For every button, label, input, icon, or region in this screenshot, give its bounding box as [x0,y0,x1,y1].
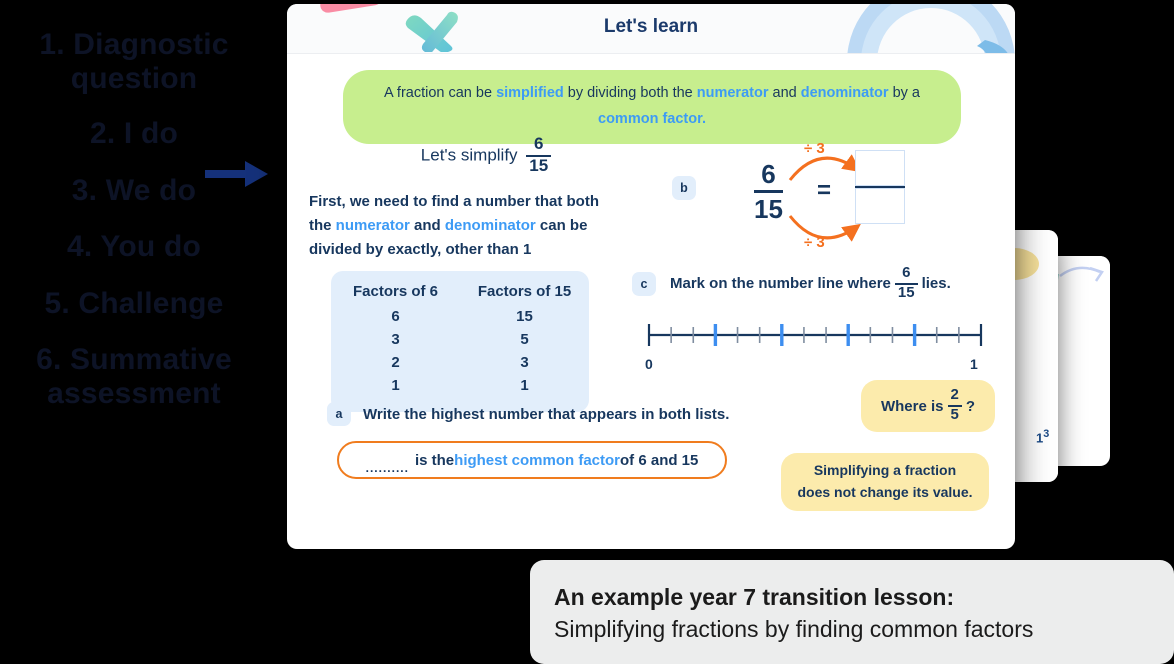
answer-text-1: is the [414,451,455,469]
step-c-badge: c [632,271,656,296]
para-text-3: can be divided by exactly, other than 1 [309,216,588,259]
sidebar-item-you-do[interactable]: 4. You do [66,230,202,264]
factors-15-header: Factors of 15 [477,282,572,300]
callout-fraction-denominator: 5 [947,405,962,423]
factors-15-value-3: 1 [520,377,529,395]
sidebar-item-summative-assessment[interactable]: 6. Summative assessment [36,343,232,410]
factors-15-value-2: 3 [520,354,529,372]
factors-6-value-3: 1 [391,377,400,395]
step-a-badge: a [327,402,351,426]
sidebar-item-diagnostic-question[interactable]: 1. Diagnostic question [39,28,229,95]
left-column: Let's simplify 6 15 First, we need to fi… [309,134,639,412]
banner-keyword-common-factor: common factor. [598,110,706,127]
fragment-exponent: 3 [1043,428,1050,440]
sidebar-item-we-do[interactable]: 3. We do [71,173,197,207]
callout-fraction: 2 5 [947,386,962,423]
step-c-numerator: 6 [902,264,911,281]
step-a-text: Write the highest number that appears in… [363,405,730,423]
banner-text-2: by dividing both the [563,85,697,101]
banner-keyword-simplified: simplified [496,85,564,101]
number-line-start-label: 0 [645,356,653,372]
factors-6-header: Factors of 6 [352,282,439,300]
step-c-fraction: 6 15 [894,264,918,301]
step-b-answer-boxes [855,150,905,224]
callout-where-suffix: ? [965,397,976,415]
fragment-base: 1 [1036,430,1044,446]
factors-6-value-0: 6 [391,307,400,325]
answer-keyword-hcf: highest common factor [454,451,621,469]
banner-text-4: by a [888,85,920,101]
step-b-fraction: 6 15 [754,159,783,225]
sidebar-item-challenge[interactable]: 5. Challenge [44,286,224,320]
step-b-denominator: 15 [754,190,783,225]
pink-stroke-decoration [319,4,383,14]
banner-keyword-numerator: numerator [696,85,769,101]
step-b-denominator-box[interactable] [855,188,905,224]
slide-title: Let's learn [603,16,699,37]
simplify-fraction-denominator: 15 [526,154,552,175]
factors-6-value-1: 3 [391,330,400,348]
step-a-answer-field[interactable]: .......... is the highest common factor … [337,441,727,479]
step-c-denominator: 15 [894,282,918,301]
number-line[interactable] [645,312,985,358]
step-b-numerator: 6 [761,159,776,189]
blue-rainbow-decoration [847,4,1015,53]
callout-where-is-two-fifths: Where is 2 5 ? [861,380,995,432]
instruction-paragraph: First, we need to find a number that bot… [309,190,605,263]
divide-label-bottom: ÷ 3 [804,234,825,251]
main-slide: Let's learn A fraction can be simplified… [287,4,1015,549]
step-c-text-1: Mark on the number line where [670,275,891,293]
step-b-row: b 6 15 = ÷ 3 ÷ 3 [672,134,1002,254]
stacked-slide-text-fragment: 13 [1036,428,1049,445]
step-b-box-divider [855,186,905,188]
caption-line-1-bold: An example year 7 transition lesson [554,584,947,610]
para-text-1: First, we need to find a number that bot… [309,192,600,234]
caption-box: An example year 7 transition lesson: Sim… [530,560,1174,664]
callout-fraction-numerator: 2 [950,386,959,404]
factors-15-value-1: 5 [520,330,529,348]
lets-simplify-line: Let's simplify 6 15 [337,134,639,176]
step-c-text-2: lies. [921,275,951,293]
number-line-end-label: 1 [970,356,978,372]
banner-keyword-denominator: denominator [800,85,889,101]
caption-line-2: Simplifying fractions by finding common … [554,615,1034,642]
para-keyword-denominator: denominator [444,216,536,234]
divide-label-top: ÷ 3 [804,140,825,157]
teal-cross-decoration [405,11,458,52]
factors-table: Factors of 6 6 3 2 1 Factors of 15 15 5 … [331,270,589,412]
lets-simplify-label: Let's simplify [420,145,518,165]
banner-text-3: and [768,85,801,101]
step-c-row: c Mark on the number line where 6 15 lie… [632,264,951,302]
step-b-badge: b [672,176,696,200]
para-keyword-numerator: numerator [335,216,410,234]
step-b-numerator-box[interactable] [855,150,905,186]
factors-column-15: Factors of 15 15 5 3 1 [460,283,589,398]
answer-text-2: of 6 and 15 [620,451,699,469]
simplify-fraction: 6 15 [526,134,552,175]
callout-where-prefix: Where is [880,397,944,415]
caption-line-1: An example year 7 transition lesson: [554,582,1150,614]
sidebar-item-i-do[interactable]: 2. I do [89,117,179,151]
answer-blank-dots: .......... [365,461,409,475]
factors-6-value-2: 2 [391,354,400,372]
slide-header: Let's learn [287,4,1015,54]
divide-arrows-icon [788,154,861,242]
callout-note-line2: does not change its value. [797,484,973,500]
factors-15-value-0: 15 [516,307,533,325]
step-b-equals: = [817,177,832,204]
right-arrow-icon [205,161,268,187]
banner-text-1: A fraction can be [384,85,497,101]
lesson-structure-nav: 1. Diagnostic question 2. I do 3. We do … [0,28,268,432]
simplify-fraction-numerator: 6 [534,134,544,153]
slide-body: A fraction can be simplified by dividing… [287,54,1015,549]
step-c-text: Mark on the number line where 6 15 lies. [670,264,951,302]
caption-line-1-tail: : [946,584,955,610]
para-text-2: and [409,216,445,234]
callout-note-line1: Simplifying a fraction [813,462,957,479]
factors-column-6: Factors of 6 6 3 2 1 [331,283,460,398]
step-a-row: a Write the highest number that appears … [327,402,729,426]
key-concept-banner: A fraction can be simplified by dividing… [343,70,961,144]
callout-simplifying-note: Simplifying a fraction does not change i… [781,453,989,511]
